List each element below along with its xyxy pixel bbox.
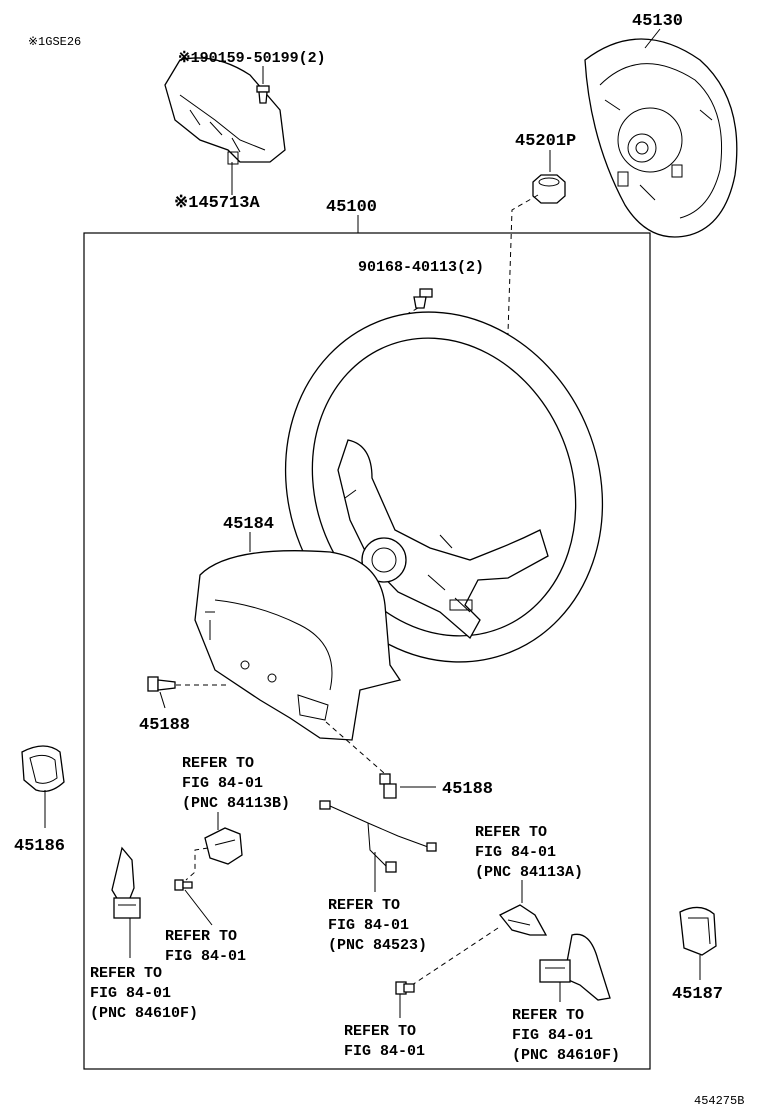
screw-45188-right[interactable]	[379, 773, 397, 799]
part-label-45201P: 45201P	[515, 132, 576, 151]
part-label-90159: ※190159-50199(2)	[178, 50, 326, 67]
paddle-switch-left[interactable]	[111, 846, 141, 919]
ref-line: (PNC 84610F)	[90, 1005, 198, 1022]
part-label-45184: 45184	[223, 515, 274, 534]
part-45187[interactable]	[679, 906, 717, 956]
part-label-45186: 45186	[14, 837, 65, 856]
screw-84113B[interactable]	[174, 879, 193, 891]
ref-line: FIG 84-01	[328, 917, 409, 934]
ref-line: REFER TO	[475, 824, 547, 841]
ref-line: REFER TO	[165, 928, 237, 945]
reference-note-84113A: REFER TO FIG 84-01 (PNC 84113A)	[475, 824, 583, 881]
part-label-45130: 45130	[632, 12, 683, 31]
ref-line: (PNC 84523)	[328, 937, 427, 954]
screw-90159[interactable]	[256, 85, 270, 104]
reference-note-screw-left: REFER TO FIG 84-01	[165, 928, 246, 965]
ref-line: REFER TO	[512, 1007, 584, 1024]
nut-45201P[interactable]	[532, 174, 566, 204]
screw-45188-left[interactable]	[147, 676, 176, 692]
switch-84113B[interactable]	[204, 827, 243, 865]
airbag-pad-45130[interactable]	[584, 38, 738, 238]
reference-note-84523: REFER TO FIG 84-01 (PNC 84523)	[328, 897, 427, 954]
wire-harness-84523[interactable]	[319, 800, 437, 873]
part-45186[interactable]	[21, 745, 65, 793]
switch-84113A[interactable]	[498, 904, 548, 936]
ref-line: FIG 84-01	[182, 775, 263, 792]
assembly-frame	[83, 232, 651, 1070]
part-label-45713A: ※145713A	[174, 194, 260, 213]
ref-line: REFER TO	[328, 897, 400, 914]
ref-line: (PNC 84113A)	[475, 864, 583, 881]
reference-note-84610F-right: REFER TO FIG 84-01 (PNC 84610F)	[512, 1007, 620, 1064]
ref-line: (PNC 84610F)	[512, 1047, 620, 1064]
ref-line: FIG 84-01	[475, 844, 556, 861]
reference-note-84113B: REFER TO FIG 84-01 (PNC 84113B)	[182, 755, 290, 812]
part-label-45188-right: 45188	[442, 780, 493, 799]
part-label-90168: 90168-40113(2)	[358, 259, 484, 276]
ref-line: FIG 84-01	[512, 1027, 593, 1044]
reference-note-84610F-left: REFER TO FIG 84-01 (PNC 84610F)	[90, 965, 198, 1022]
lower-cover-45184[interactable]	[194, 550, 402, 741]
part-label-45100: 45100	[326, 198, 377, 217]
screw-84113A[interactable]	[395, 981, 415, 995]
part-label-45188-left: 45188	[139, 716, 190, 735]
ref-line: REFER TO	[344, 1023, 416, 1040]
cover-45713A[interactable]	[164, 57, 286, 165]
screw-90168[interactable]	[413, 288, 433, 309]
ref-line: REFER TO	[90, 965, 162, 982]
reference-note-screw-bottom: REFER TO FIG 84-01	[344, 1023, 425, 1060]
part-label-45187: 45187	[672, 985, 723, 1004]
ref-line: (PNC 84113B)	[182, 795, 290, 812]
ref-line: FIG 84-01	[344, 1043, 425, 1060]
ref-line: REFER TO	[182, 755, 254, 772]
ref-line: FIG 84-01	[90, 985, 171, 1002]
model-note: ※1GSE26	[28, 35, 81, 49]
ref-line: FIG 84-01	[165, 948, 246, 965]
paddle-switch-right[interactable]	[539, 933, 611, 1001]
diagram-code: 454275B	[694, 1094, 744, 1108]
